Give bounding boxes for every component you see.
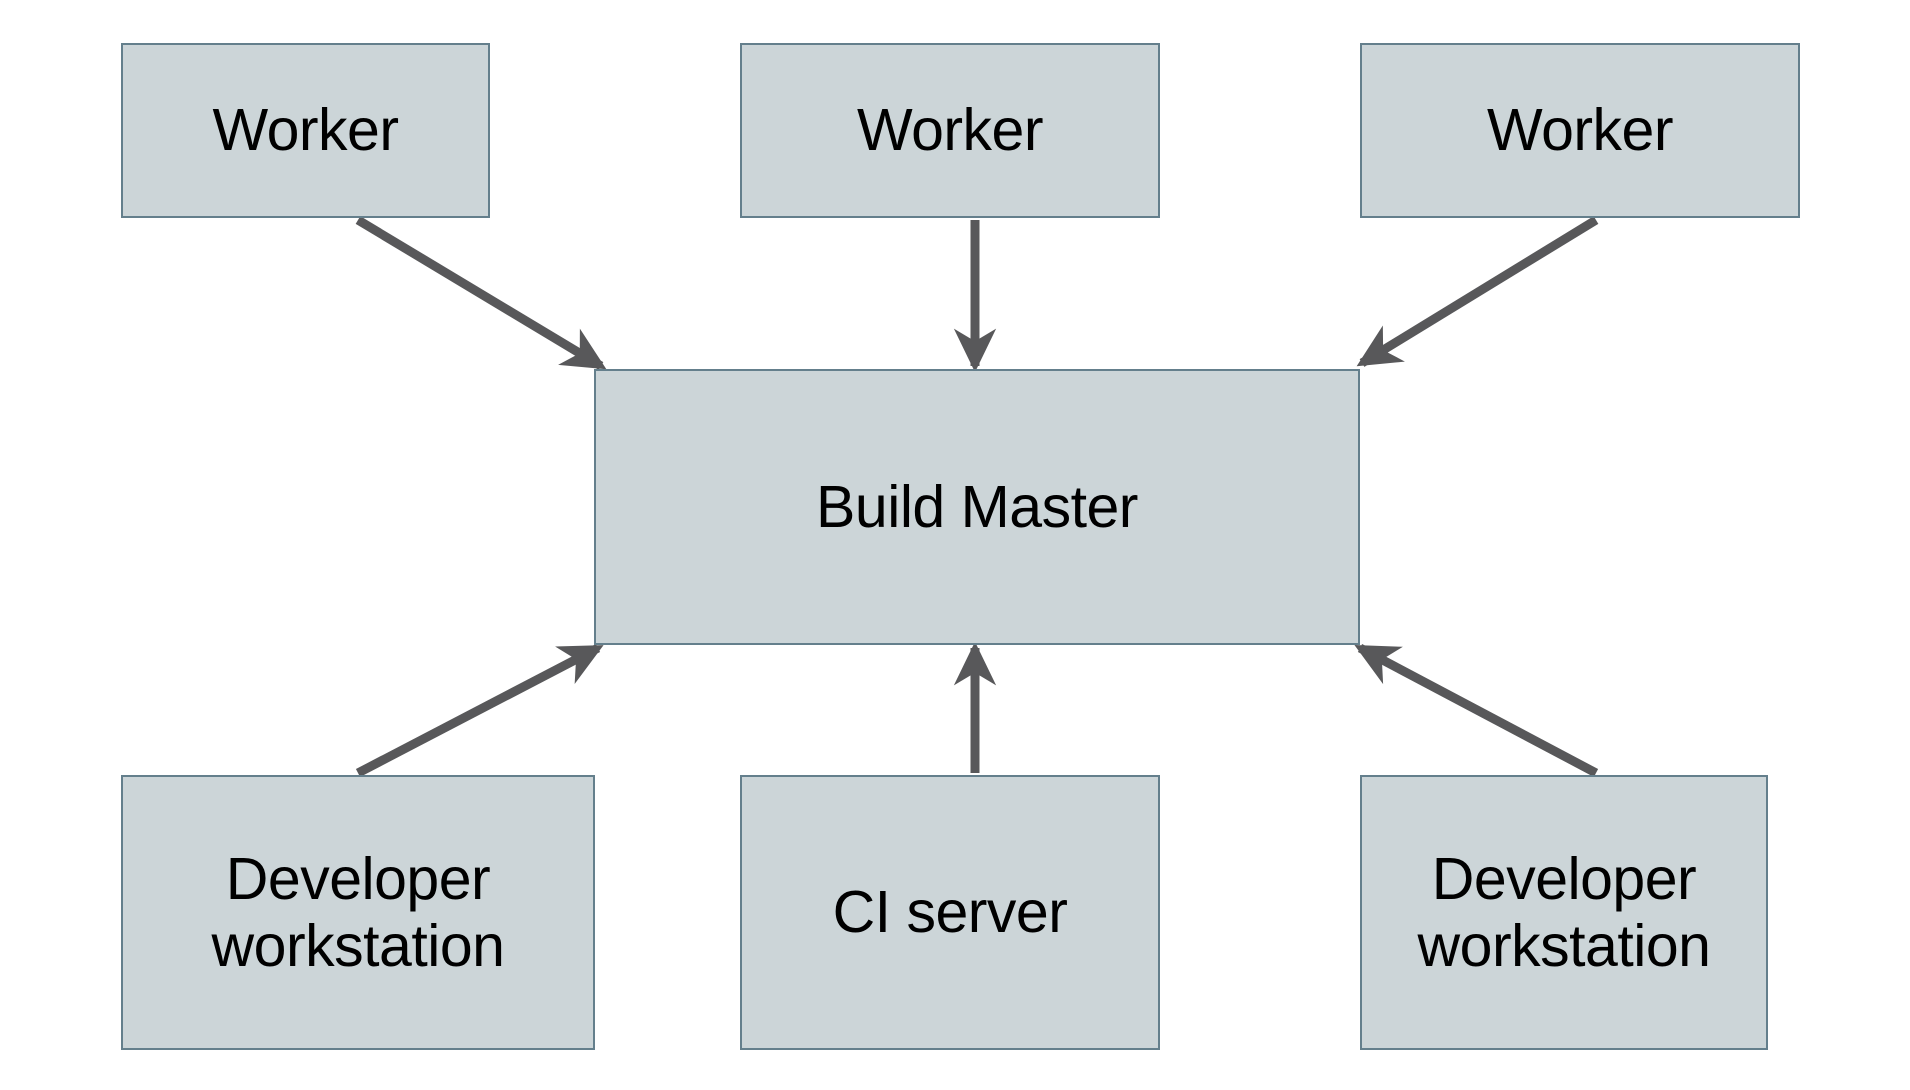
node-ci-server[interactable]: CI server: [740, 775, 1160, 1050]
node-label-worker-right: Worker: [1486, 97, 1674, 164]
node-label-developer-workstation-left: Developer workstation: [211, 846, 505, 979]
arrow-worker-left-to-build-master: [355, 216, 607, 370]
node-worker-center[interactable]: Worker: [740, 43, 1160, 218]
arrow-dev-right-to-build-master: [1354, 644, 1599, 777]
node-developer-workstation-left[interactable]: Developer workstation: [121, 775, 595, 1050]
node-build-master[interactable]: Build Master: [594, 369, 1360, 645]
arrow-worker-right-to-build-master: [1356, 216, 1599, 367]
node-label-build-master: Build Master: [816, 473, 1138, 540]
node-label-ci-server: CI server: [832, 879, 1068, 946]
node-worker-left[interactable]: Worker: [121, 43, 490, 218]
node-worker-right[interactable]: Worker: [1360, 43, 1800, 218]
node-label-worker-left: Worker: [212, 97, 399, 164]
node-label-worker-center: Worker: [856, 97, 1044, 164]
node-label-developer-workstation-right: Developer workstation: [1417, 846, 1711, 979]
node-developer-workstation-right[interactable]: Developer workstation: [1360, 775, 1768, 1050]
arrow-dev-left-to-build-master: [355, 644, 604, 777]
